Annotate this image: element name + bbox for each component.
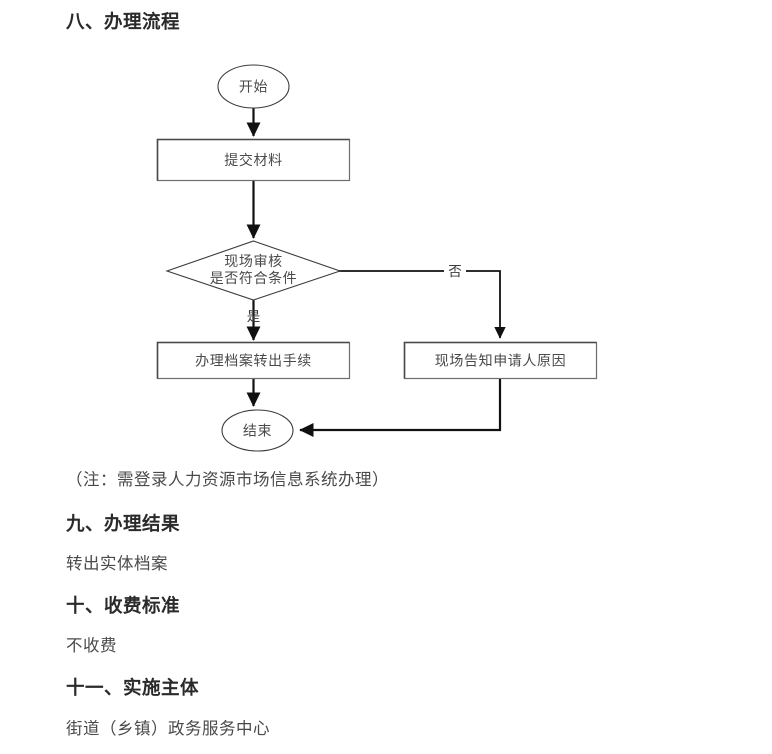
section-text-result: 转出实体档案 (66, 554, 168, 573)
flow-node-submit-label: 提交材料 (224, 152, 282, 169)
section-text-fee: 不收费 (66, 636, 117, 655)
flow-node-review-label-line1: 现场审核 (224, 254, 282, 270)
flow-node-inform-edge-highlight (403, 341, 597, 379)
flow-edge-label-no-text: 否 (448, 264, 462, 279)
flow-node-transfer (156, 341, 351, 380)
connector-inform-to-end (299, 378, 502, 438)
connector-review-to-inform (296, 270, 506, 339)
flow-node-end-label: 结束 (243, 424, 272, 440)
flow-node-transfer-label: 办理档案转出手续 (195, 353, 312, 370)
flow-node-submit-edge-highlight (156, 138, 350, 181)
process-flowchart: 开始 提交材料 现场审核 是否符合条件 是 否 否 办理档案转出手续 现场告知申… (0, 44, 772, 464)
flow-node-review-label-line2: 是否符合条件 (210, 270, 298, 287)
flow-node-transfer-edge-highlight (156, 341, 350, 379)
section-heading-result: 九、办理结果 (66, 513, 181, 534)
flow-node-inform-label: 现场告知申请人原因 (435, 353, 566, 370)
flow-node-review (165, 240, 342, 301)
section-heading-fee: 十、收费标准 (66, 595, 181, 616)
flow-edge-label-yes: 是 (247, 309, 261, 324)
flow-node-start-label: 开始 (239, 80, 268, 96)
flow-node-start (217, 64, 290, 109)
section-heading-process: 八、办理流程 (66, 11, 181, 32)
process-note: （注：需登录人力资源市场信息系统办理） (66, 470, 389, 489)
flow-edge-label-no-backdrop (444, 264, 466, 279)
section-heading-subject: 十一、实施主体 (66, 677, 200, 698)
flow-node-end (221, 409, 294, 452)
section-text-subject: 街道（乡镇）政务服务中心 (66, 719, 270, 738)
